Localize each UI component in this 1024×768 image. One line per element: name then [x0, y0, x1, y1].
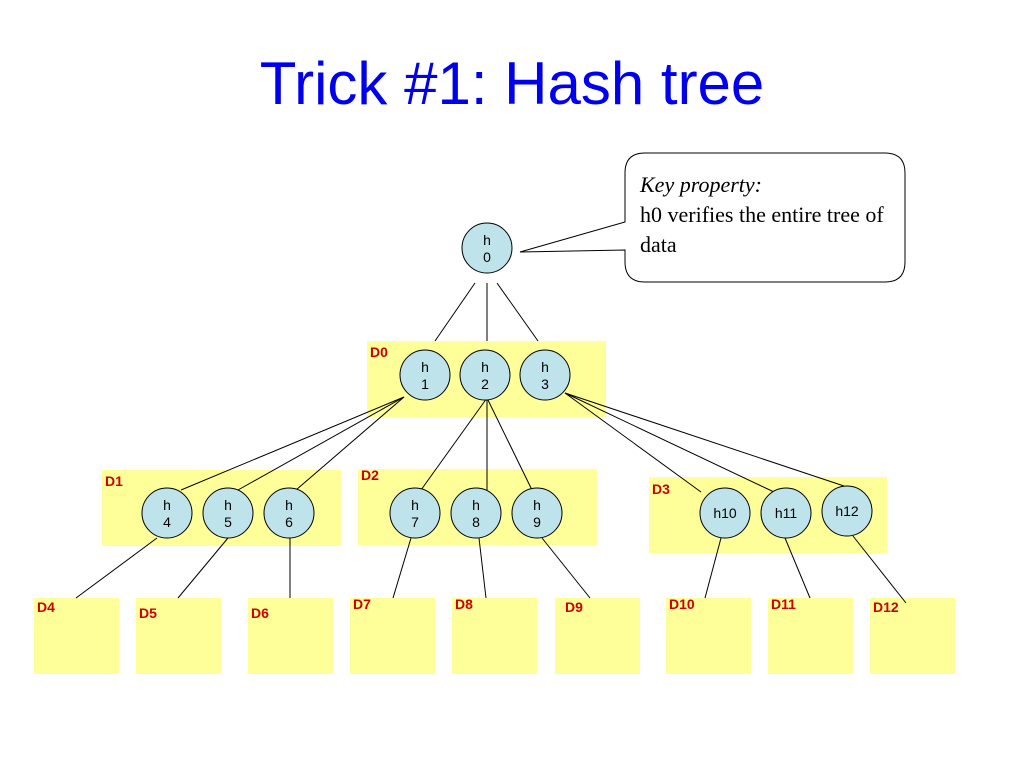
node-h4: [141, 487, 193, 539]
block-d8: [452, 598, 537, 674]
block-label-d0: D0: [370, 344, 388, 360]
edge-h10-d10: [704, 537, 722, 599]
node-label-h10: h10: [713, 505, 737, 521]
callout: [519, 152, 906, 283]
callout-bubble: [519, 152, 906, 283]
edge-h1-h6: [295, 396, 405, 491]
edge-h0-h3: [496, 282, 539, 342]
block-label-d5: D5: [139, 605, 157, 621]
block-d11: [768, 598, 853, 674]
block-d5: [136, 598, 221, 674]
block-label-d7: D7: [353, 596, 371, 612]
callout-body: h0 verifies the entire tree of data: [640, 202, 884, 257]
edge-h5-d5: [177, 537, 229, 599]
edge-h4-d4: [75, 537, 158, 599]
block-label-d4: D4: [37, 599, 55, 615]
node-h11: [760, 487, 812, 539]
block-label-d11: D11: [771, 596, 796, 612]
slide-title: Trick #1: Hash tree: [259, 50, 765, 117]
node-h0: [461, 222, 513, 274]
node-label-h11: h11: [775, 505, 798, 521]
edge-h8-d8: [478, 537, 487, 599]
block-label-d9: D9: [565, 599, 583, 615]
block-label-d8: D8: [455, 596, 473, 612]
edge-h12-d12: [852, 535, 907, 604]
block-label-d10: D10: [669, 596, 695, 612]
edge-h3-h12: [564, 392, 845, 487]
edge-h0-h1: [434, 282, 476, 342]
block-d10: [666, 598, 751, 674]
node-h5: [202, 487, 254, 539]
edge-h9-d9: [541, 537, 591, 599]
node-h12: [821, 485, 873, 537]
node-h9: [511, 487, 563, 539]
edge-h2-h7: [420, 397, 488, 491]
block-d4: [34, 598, 119, 674]
block-d12: [870, 598, 955, 674]
block-label-d1: D1: [105, 473, 123, 489]
node-h3: [519, 349, 571, 401]
block-label-d3: D3: [652, 481, 670, 497]
edge-h2-h9: [486, 397, 533, 491]
node-h1: [399, 349, 451, 401]
block-d6: [248, 598, 333, 674]
node-h8: [450, 487, 502, 539]
node-h2: [459, 349, 511, 401]
edge-h3-h10: [564, 392, 702, 493]
block-label-d2: D2: [361, 467, 379, 483]
tree-edges: [75, 282, 907, 604]
edge-h3-h11: [564, 392, 775, 493]
block-d9: [555, 598, 640, 674]
block-label-d6: D6: [251, 605, 269, 621]
callout-text: Key property: h0 verifies the entire tre…: [640, 170, 900, 260]
callout-heading: Key property:: [640, 172, 762, 197]
node-label-h12: h12: [835, 503, 859, 519]
edge-h1-h4: [180, 396, 405, 491]
node-h10: [699, 487, 751, 539]
block-label-d12: D12: [873, 599, 899, 615]
edge-h1-h5: [237, 396, 405, 491]
node-h7: [389, 487, 441, 539]
node-h6: [263, 487, 315, 539]
edge-h7-d7: [392, 537, 412, 599]
block-d7: [350, 598, 435, 674]
edge-h11-d11: [784, 537, 811, 599]
